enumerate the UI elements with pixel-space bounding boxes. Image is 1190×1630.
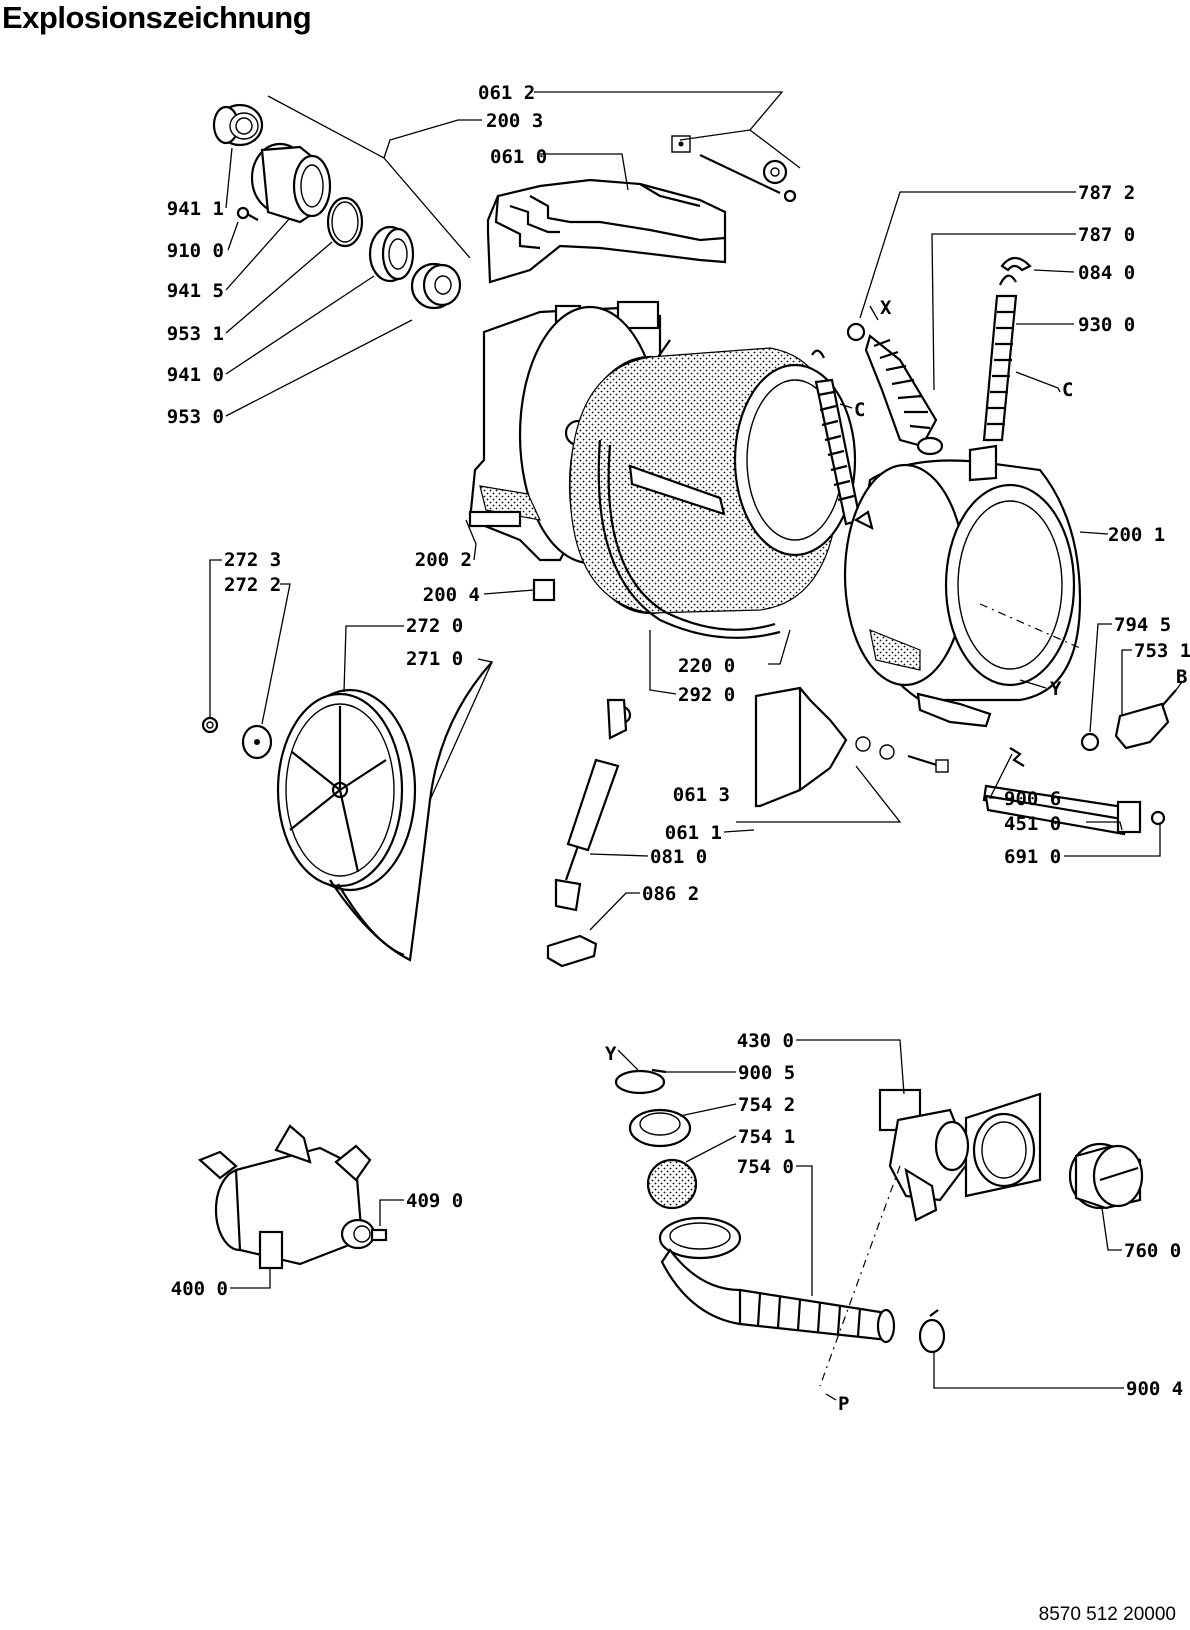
label-061-2: 061 2 [478,82,535,104]
screws-061-3 [855,736,949,773]
hose-787-0 [846,322,944,456]
label-787-0: 787 0 [1078,224,1135,246]
motor-400-0 [197,1124,376,1270]
bearing-941-1 [212,103,264,147]
label-mark-y-top: Y [1050,678,1062,700]
label-754-0: 754 0 [737,1156,794,1178]
shock-absorber-081-0 [554,698,632,912]
clip-900-6 [1009,747,1025,767]
spring-c-left [811,349,862,526]
filter-760-0 [1068,1142,1144,1210]
label-753-1: 753 1 [1134,640,1190,662]
bracket-086-2 [546,934,598,968]
nut-272-3 [201,716,219,734]
brush-409-0 [370,1228,388,1242]
drum-220-0 [568,347,857,615]
label-220-0: 220 0 [678,655,735,677]
seal-953-0 [410,262,462,310]
label-061-3: 061 3 [673,784,730,806]
clip-084-0 [1000,256,1032,272]
clamp-900-4 [918,1309,946,1354]
leader-lines [209,91,1183,1401]
seal-794-5 [1080,732,1100,752]
heater-451-0 [982,784,1142,836]
label-760-0: 760 0 [1124,1240,1181,1262]
label-451-0: 451 0 [1004,813,1061,835]
counterweight-061-0 [486,178,727,284]
label-794-5: 794 5 [1114,614,1171,636]
label-691-0: 691 0 [1004,846,1061,868]
counterweight-061-1 [754,686,848,808]
bearing-housing-941-5 [250,142,332,224]
label-mark-x: X [880,297,892,319]
label-400-0: 400 0 [171,1278,228,1300]
pulley-272-0 [276,688,417,892]
washer-272-2 [241,724,273,760]
axis-line-front-tub [979,603,1081,649]
label-mark-y-bottom: Y [605,1043,617,1065]
label-200-2: 200 2 [415,549,472,571]
label-mark-c-left: C [854,399,865,421]
bearing-941-0 [368,225,415,283]
spring-c-right [982,274,1018,442]
ball-754-1 [646,1158,698,1210]
label-mark-b: B [1176,666,1187,688]
label-272-2: 272 2 [224,574,281,596]
label-930-0: 930 0 [1078,314,1135,336]
belt-271-0 [329,661,493,962]
screw-910-0 [236,206,259,221]
label-953-1: 953 1 [167,323,224,345]
label-272-3: 272 3 [224,549,281,571]
tub-seal-292-0 [597,439,781,639]
front-tub-200-1 [843,444,1082,728]
label-061-0: 061 0 [490,146,547,168]
label-061-1: 061 1 [665,822,722,844]
label-200-1: 200 1 [1108,524,1165,546]
label-081-0: 081 0 [650,846,707,868]
label-200-4: 200 4 [423,584,480,606]
axis-line-p [819,1165,901,1387]
label-200-3: 200 3 [486,110,543,132]
label-mark-c-right: C [1062,379,1073,401]
label-084-0: 084 0 [1078,262,1135,284]
document-number: 8570 512 20000 [1038,1604,1176,1625]
label-941-5: 941 5 [167,280,224,302]
pump-430-0 [878,1088,1042,1222]
label-086-2: 086 2 [642,883,699,905]
seal-ring-953-1 [326,196,364,248]
label-900-4: 900 4 [1126,1378,1183,1400]
part-labels: 061 2 200 3 061 0 941 1 910 0 941 5 953 … [167,82,1190,1415]
label-910-0: 910 0 [167,240,224,262]
label-941-0: 941 0 [167,364,224,386]
label-430-0: 430 0 [737,1030,794,1052]
label-409-0: 409 0 [406,1190,463,1212]
label-787-2: 787 2 [1078,182,1135,204]
label-mark-p: P [838,1393,849,1415]
clamp-900-5 [614,1068,667,1095]
clip-200-4 [532,578,556,602]
page-title: Explosionszeichnung [2,0,312,35]
seal-754-2 [628,1108,692,1148]
label-754-1: 754 1 [738,1126,795,1148]
label-754-2: 754 2 [738,1094,795,1116]
label-292-0: 292 0 [678,684,735,706]
drain-hose-754-0 [658,1216,896,1344]
label-900-6: 900 6 [1004,788,1061,810]
label-272-0: 272 0 [406,615,463,637]
label-271-0: 271 0 [406,648,463,670]
sensor-753-1 [1114,689,1177,750]
label-900-5: 900 5 [738,1062,795,1084]
label-953-0: 953 0 [167,406,224,428]
fixing-rod-061-2 [671,135,797,203]
label-941-1: 941 1 [167,198,224,220]
nut-691-0 [1150,810,1166,826]
